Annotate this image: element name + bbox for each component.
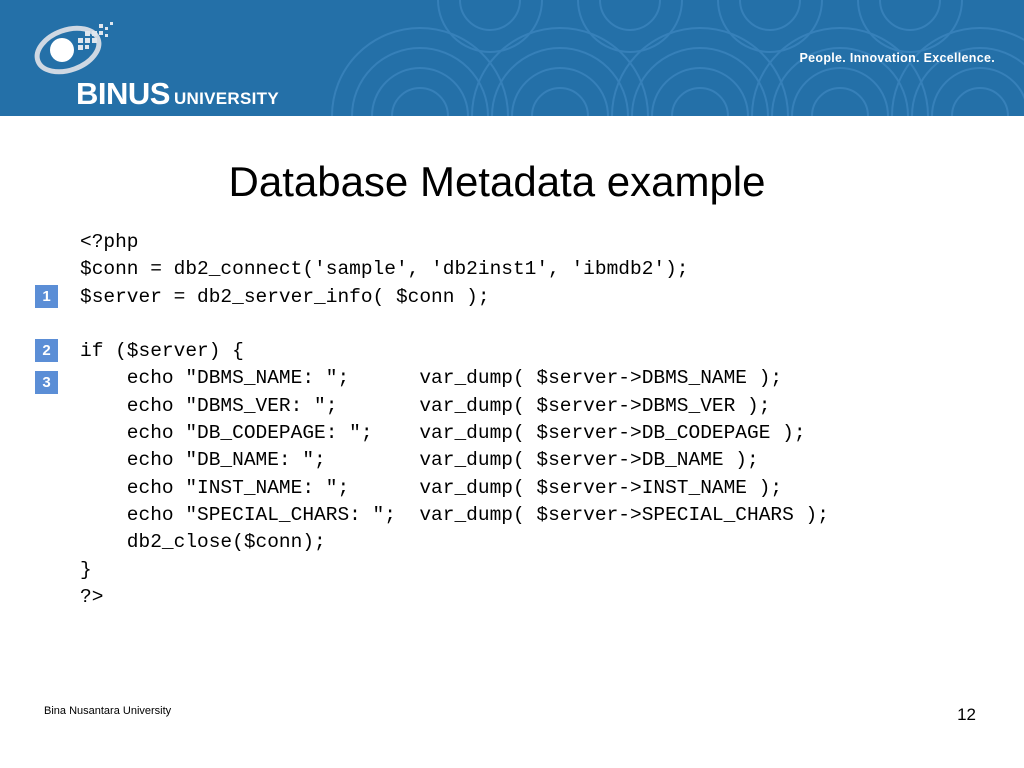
logo-mark-icon (34, 22, 113, 75)
code-line: echo "INST_NAME: "; var_dump( $server->I… (80, 476, 783, 499)
code-line: db2_close($conn); (80, 531, 326, 554)
code-line: echo "SPECIAL_CHARS: "; var_dump( $serve… (80, 503, 829, 526)
code-line: <?php (80, 231, 139, 253)
code-line: $conn = db2_connect('sample', 'db2inst1'… (80, 258, 689, 281)
line-marker-3: 3 (35, 371, 58, 394)
code-line: echo "DB_CODEPAGE: "; var_dump( $server-… (80, 422, 806, 445)
line-marker-2: 2 (35, 339, 58, 362)
code-block: <?php $conn = db2_connect('sample', 'db2… (80, 229, 829, 611)
code-line: } (80, 558, 92, 581)
logo-university-text: UNIVERSITY (173, 89, 279, 108)
code-line: echo "DBMS_NAME: "; var_dump( $server->D… (80, 367, 783, 390)
code-line: echo "DB_NAME: "; var_dump( $server->DB_… (80, 449, 759, 472)
code-line: $server = db2_server_info( $conn ); (80, 285, 490, 308)
page-number: 12 (957, 705, 976, 724)
line-marker-1: 1 (35, 285, 58, 308)
logo-brand-text: BINUS (76, 76, 170, 111)
tagline: People. Innovation. Excellence. (799, 51, 995, 65)
code-line (80, 311, 829, 338)
code-line: ?> (80, 585, 104, 608)
code-line: echo "DBMS_VER: "; var_dump( $server->DB… (80, 394, 771, 417)
slide-title: Database Metadata example (228, 158, 766, 205)
code-line: if ($server) { (80, 340, 244, 363)
footer-institution: Bina Nusantara University (44, 705, 172, 717)
header-arc-pattern (331, 0, 1024, 116)
